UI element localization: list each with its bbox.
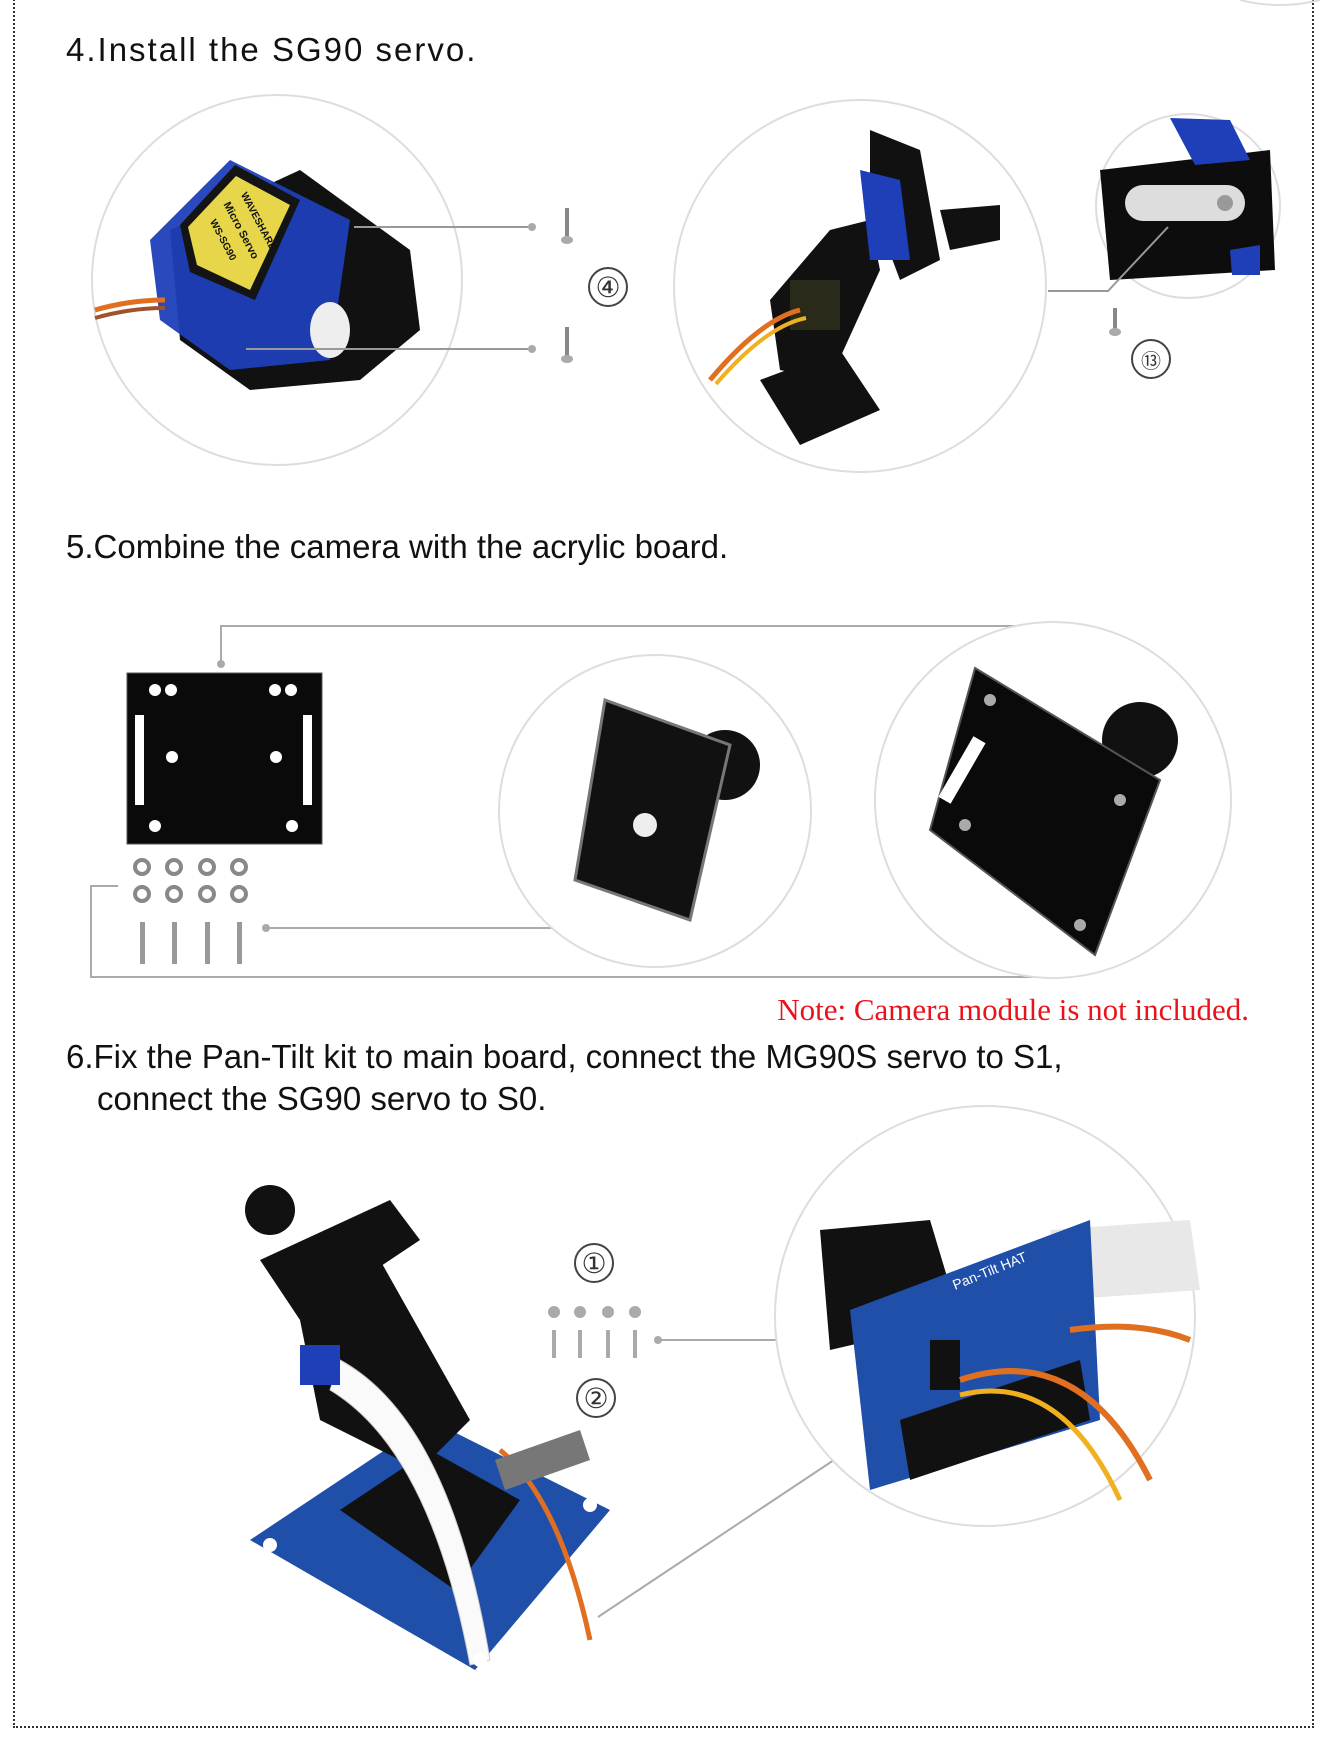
part-number-2: ② [576, 1378, 616, 1418]
step6-title-line2: connect the SG90 servo to S0. [97, 1080, 547, 1117]
step5-title: 5.Combine the camera with the acrylic bo… [66, 528, 729, 565]
acrylic-board [126, 672, 323, 845]
part-number-1: ① [574, 1243, 614, 1283]
screw-icon [1109, 308, 1121, 336]
step6-title-line1: 6.Fix the Pan-Tilt kit to main board, co… [66, 1038, 1063, 1075]
camera-note: Note: Camera module is not included. [777, 992, 1249, 1027]
pantilt-on-board-photo [245, 1185, 610, 1670]
step4-horn-closeup [1095, 113, 1281, 299]
nuts-and-screws [133, 858, 248, 903]
part-number-13: ⑬ [1131, 339, 1171, 379]
step4-pantilt-photo [673, 99, 1047, 473]
partial-circle-top [1239, 0, 1321, 6]
step4-title: 4.Install the SG90 servo. [66, 31, 478, 68]
screw-icon [561, 208, 573, 244]
step4-servo-photo: WAVESHARE Micro Servo WS-SG90 [91, 94, 463, 466]
screw-icon [548, 1306, 641, 1358]
part-number-4: ④ [588, 267, 628, 307]
camera-back-photo [498, 654, 812, 968]
screw-icon [561, 327, 573, 363]
screw-icon [140, 922, 242, 964]
pantilt-hat-closeup: Pan-Tilt HAT [774, 1105, 1200, 1527]
camera-front-photo [874, 621, 1232, 979]
dotted-page-border [13, 0, 1314, 1728]
